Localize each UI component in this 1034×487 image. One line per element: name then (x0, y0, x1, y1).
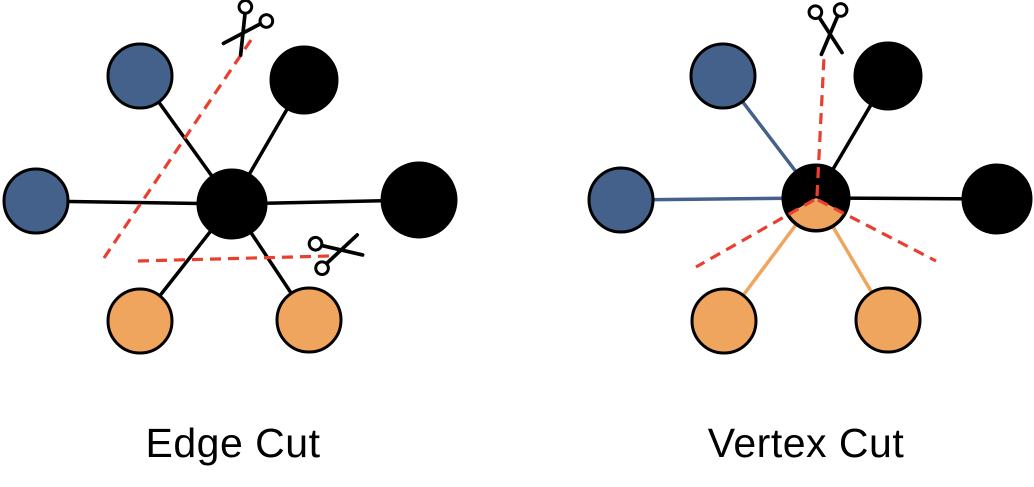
cut-line (695, 198, 815, 269)
vertex-cut-diagram (587, 1, 1033, 355)
graph-node-blue-left (587, 166, 655, 234)
graph-node-orange-bottom-left (106, 287, 174, 355)
cut-line (817, 198, 937, 263)
graph-node-center (196, 168, 268, 240)
graph-node-black-top-right (853, 41, 923, 111)
scissors-icon (806, 1, 853, 57)
vertex-split-wedge (789, 198, 844, 230)
graph-node-black-right (380, 161, 458, 239)
graph-node-blue-top-left (106, 42, 174, 110)
cut-line (102, 39, 253, 259)
graph-node-black-right (961, 163, 1033, 235)
vertex-cut-label: Vertex Cut (708, 420, 905, 466)
edge-cut-diagram (2, 0, 458, 355)
cut-line (137, 254, 331, 263)
graph-node-blue-top-left (689, 42, 757, 110)
scissors-icon (305, 224, 367, 278)
graph-node-black-top-right (269, 45, 339, 115)
graph-node-orange-bottom-right (275, 286, 343, 354)
graph-node-orange-bottom-right (854, 286, 922, 354)
cut-line (815, 56, 826, 197)
scissors-icon (214, 0, 277, 62)
graph-node-orange-bottom-left (690, 287, 758, 355)
edge-cut-label: Edge Cut (146, 420, 321, 466)
graph-node-blue-left (2, 167, 70, 235)
